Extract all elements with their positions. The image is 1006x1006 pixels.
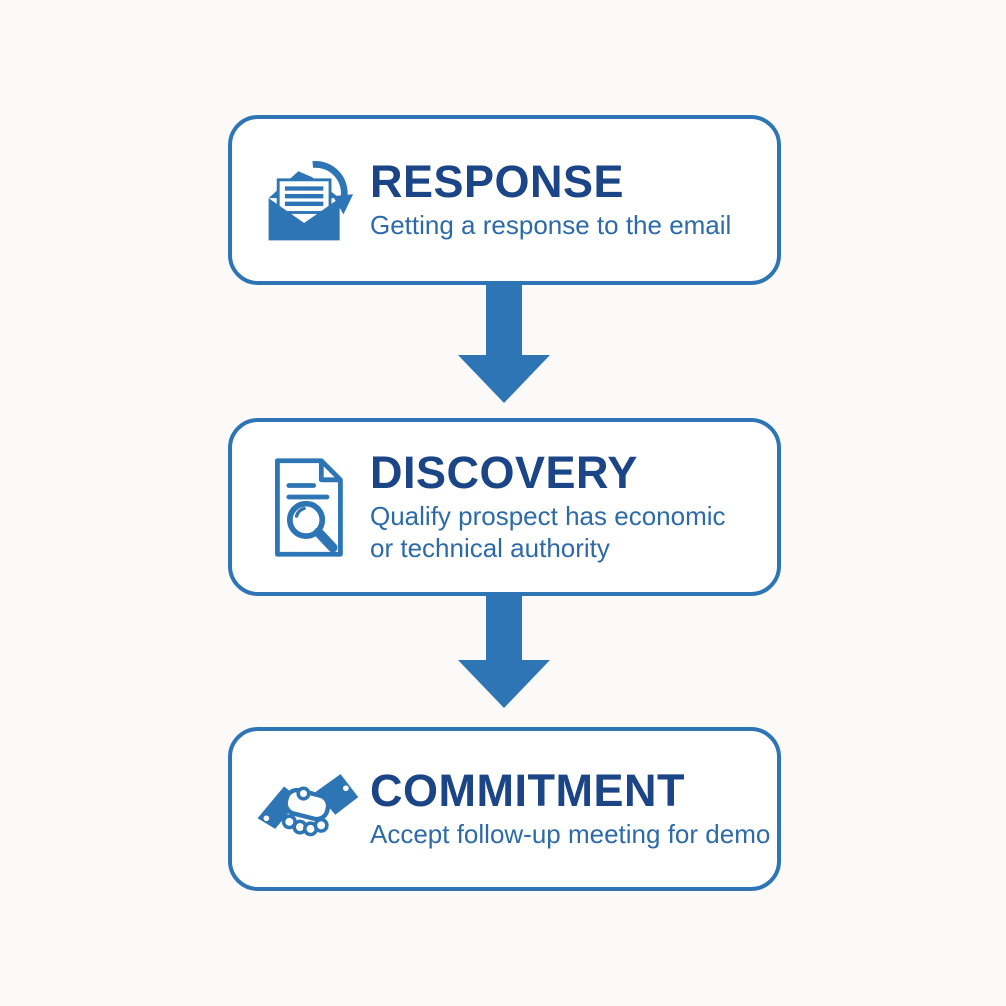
step-subtitle-commitment: Accept follow-up meeting for demo [370,819,771,850]
step-title-response: RESPONSE [370,156,625,208]
step-title-discovery: DISCOVERY [370,447,638,499]
down-arrow-connector-2 [486,594,522,662]
step-subtitle-discovery: Qualify prospect has economic or technic… [370,501,726,564]
step-box-commitment: COMMITMENT Accept follow-up meeting for … [228,727,781,891]
step-subtitle-response: Getting a response to the email [370,210,732,241]
down-arrow-head-1 [458,355,550,403]
email-response-icon [254,152,360,248]
down-arrow-head-2 [458,660,550,708]
step-box-discovery: DISCOVERY Qualify prospect has economic … [228,418,781,596]
down-arrow-connector-1 [486,283,522,357]
document-search-icon [254,455,360,560]
step-title-commitment: COMMITMENT [370,765,685,817]
handshake-icon [254,763,360,855]
step-box-response: RESPONSE Getting a response to the email [228,115,781,285]
